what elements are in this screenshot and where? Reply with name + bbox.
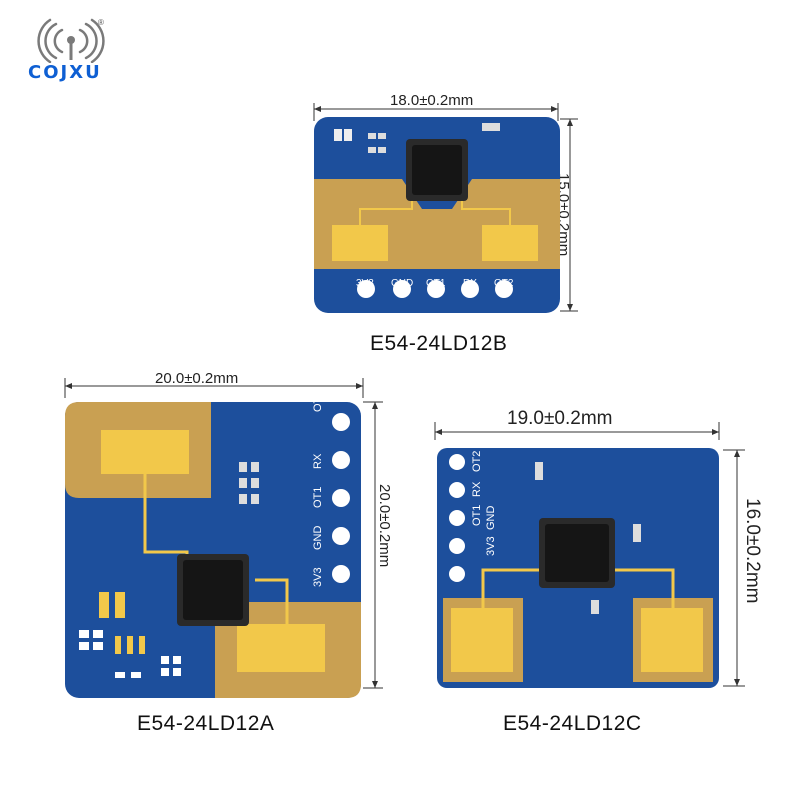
model-name: E54-24LD12C <box>503 712 642 735</box>
height-label: 16.0±0.2mm <box>742 498 763 604</box>
module-a: 20.0±0.2mm 20.0±0.2mm <box>55 370 400 750</box>
pin-label: RX <box>312 453 324 469</box>
height-dimension-line <box>560 118 578 312</box>
width-dimension-line <box>434 422 720 440</box>
brand-logo: ® COJXU <box>28 18 138 88</box>
pin-label: 3V3 <box>312 567 324 587</box>
pin-label: GND <box>485 505 497 530</box>
pin-label: OT1 <box>312 486 324 508</box>
pin-label: RX <box>463 278 477 289</box>
pcb-board <box>314 117 560 313</box>
width-label: 18.0±0.2mm <box>390 92 474 109</box>
width-label: 20.0±0.2mm <box>155 370 239 387</box>
pin-label: GND <box>312 525 324 550</box>
pcb-board <box>65 402 361 698</box>
pin-label: OT1 <box>471 504 483 526</box>
pin-label: RX <box>471 481 483 497</box>
pin-label: OT2 <box>494 278 514 289</box>
brand-name: COJXU <box>28 62 102 83</box>
pin-label: GND <box>391 278 414 289</box>
pin-label: 3V3 <box>485 536 497 556</box>
pin-label: 3V3 <box>356 278 374 289</box>
module-b: 18.0±0.2mm 15.0±0.2mm 3V3 GND <box>300 92 590 365</box>
wireless-signal-icon <box>37 18 105 63</box>
module-c: 19.0±0.2mm 16.0±0.2mm OT2 RX OT1 <box>425 400 765 750</box>
pin-label: OT1 <box>426 278 446 289</box>
pcb-board <box>437 448 719 688</box>
pin-label: OT2 <box>471 450 483 472</box>
width-label: 19.0±0.2mm <box>507 408 613 429</box>
height-dimension-line <box>363 401 383 689</box>
height-label: 20.0±0.2mm <box>376 484 393 568</box>
width-dimension-line <box>64 378 364 398</box>
model-name: E54-24LD12B <box>370 332 508 355</box>
width-dimension-line <box>313 103 559 121</box>
height-dimension-line <box>723 449 745 687</box>
registered-mark: ® <box>98 18 104 27</box>
pin-label: OT2 <box>312 390 324 412</box>
model-name: E54-24LD12A <box>137 712 275 735</box>
